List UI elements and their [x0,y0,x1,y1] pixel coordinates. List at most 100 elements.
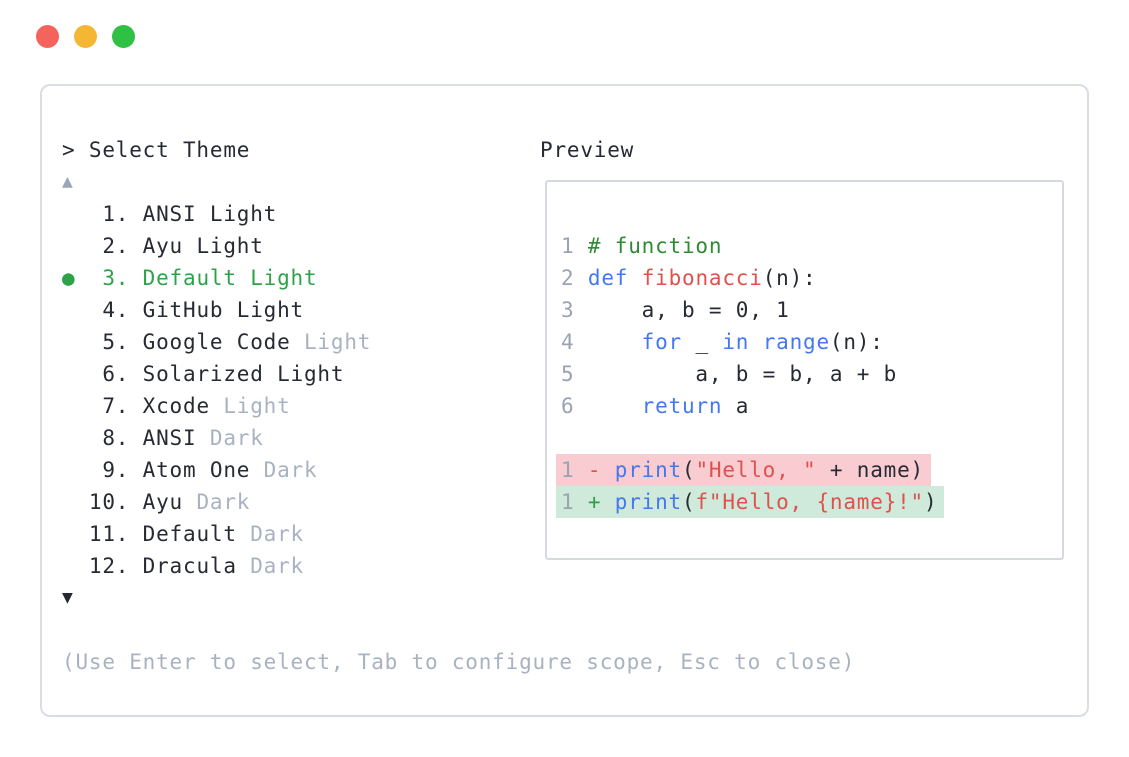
code-token-keyword: print [614,490,682,514]
theme-list-item[interactable]: 11. Default Dark [62,518,855,550]
line-number: 2 [561,266,588,290]
theme-list-item[interactable]: 6. Solarized Light [62,358,855,390]
code-token-plain: a [722,394,750,418]
line-number: 5 [561,362,588,386]
theme-item-variant: Dark [250,458,318,482]
close-button[interactable] [36,25,59,48]
theme-item-name: Default [142,522,237,546]
theme-item-name: Google Code [142,330,291,354]
bullet-placeholder [62,554,75,578]
code-token-plain: a, b = b, a + b [587,362,898,386]
theme-list: 1. ANSI Light 2. Ayu Light● 3. Default L… [62,198,855,582]
code-line-diff-add: 1 + print(f"Hello, {name}!") [556,486,945,518]
bullet-placeholder [62,362,75,386]
code-token-plain: ) [924,490,938,514]
code-line: 3 a, b = 0, 1 [561,294,790,326]
code-token-del: - [587,458,615,482]
theme-item-number: 8. [75,426,143,450]
theme-item-name: Solarized Light [142,362,345,386]
code-token-plain: _ [682,330,723,354]
bullet-placeholder [62,202,75,226]
theme-list-item[interactable]: 7. Xcode Light [62,390,855,422]
code-token-plain: ( [682,458,696,482]
code-token-plain: (n): [762,266,817,290]
theme-item-number: 4. [75,298,143,322]
theme-list-item[interactable]: 4. GitHub Light [62,294,855,326]
theme-picker-panel: > Select Theme ▲ 1. ANSI Light 2. Ayu Li… [40,84,1089,717]
bullet-placeholder [62,330,75,354]
line-number: 1 [561,234,588,258]
code-line: 6 return a [561,390,749,422]
code-token-keyword: def [587,266,629,290]
theme-list-item[interactable]: 10. Ayu Dark [62,486,855,518]
code-token-plain: ( [682,490,696,514]
code-line: 5 a, b = b, a + b [561,358,897,390]
theme-item-number: 2. [75,234,143,258]
bullet-placeholder [62,522,75,546]
selected-bullet-icon: ● [62,266,76,290]
zoom-button[interactable] [112,25,135,48]
line-number: 3 [561,298,588,322]
theme-item-variant: Light [290,330,372,354]
code-token-plain: a, b = 0, 1 [587,298,790,322]
line-number: 1 [561,490,588,514]
theme-item-number: 1. [75,202,143,226]
theme-item-variant: Dark [196,426,264,450]
theme-item-name: Atom One [142,458,251,482]
code-token-plain: + name) [816,458,924,482]
window-traffic-lights [36,25,135,48]
bullet-placeholder [62,490,75,514]
code-token-comment: # function [587,234,723,258]
theme-item-name: Ayu Light [142,234,264,258]
theme-item-number: 11. [75,522,143,546]
code-line-diff-del: 1 - print("Hello, " + name) [556,454,931,486]
theme-item-name: Ayu [142,490,184,514]
bullet-placeholder [62,426,75,450]
theme-list-item[interactable]: 8. ANSI Dark [62,422,855,454]
spacer [62,614,855,646]
minimize-button[interactable] [74,25,97,48]
code-token-keyword: range [762,330,830,354]
theme-list-item[interactable]: 2. Ayu Light [62,230,855,262]
theme-item-name: GitHub Light [142,298,304,322]
theme-list-item[interactable]: 12. Dracula Dark [62,550,855,582]
preview-title: Preview [540,138,635,162]
line-number: 4 [561,330,588,354]
keyboard-hint: (Use Enter to select, Tab to configure s… [62,650,856,674]
code-line: 2 def fibonacci(n): [561,262,816,294]
bullet-placeholder [62,298,75,322]
theme-list-item[interactable]: 9. Atom One Dark [62,454,855,486]
code-token-plain [588,330,642,354]
theme-item-name: Default Light [142,266,318,290]
code-token-plain: (n): [829,330,884,354]
theme-item-variant: Dark [236,554,304,578]
code-token-keyword: print [614,458,682,482]
theme-item-number: 10. [75,490,143,514]
code-token-func: fibonacci [641,266,763,290]
theme-item-variant: Dark [236,522,304,546]
bullet-placeholder [62,394,75,418]
code-token-keyword: in [722,330,750,354]
theme-list-item[interactable]: 1. ANSI Light [62,198,855,230]
line-number: 6 [561,394,588,418]
code-token-keyword: for [641,330,683,354]
theme-list-item[interactable]: 5. Google Code Light [62,326,855,358]
theme-picker-prompt: > Select Theme [62,138,251,162]
theme-item-variant: Dark [183,490,251,514]
line-number: 1 [561,458,588,482]
theme-item-number: 9. [75,458,143,482]
theme-item-number: 7. [75,394,143,418]
theme-item-number: 3. [75,266,143,290]
scroll-up-icon[interactable]: ▲ [62,171,74,192]
code-token-plain [749,330,762,354]
bullet-placeholder [62,458,75,482]
code-token-string: f"Hello, {name}!" [695,490,924,514]
theme-list-item[interactable]: ● 3. Default Light [62,262,855,294]
code-token-plain [628,266,641,290]
theme-item-name: Xcode [142,394,210,418]
code-token-add: + [587,490,615,514]
scroll-down-icon[interactable]: ▼ [62,587,74,608]
theme-item-name: Dracula [142,554,237,578]
code-line: 4 for _ in range(n): [561,326,884,358]
